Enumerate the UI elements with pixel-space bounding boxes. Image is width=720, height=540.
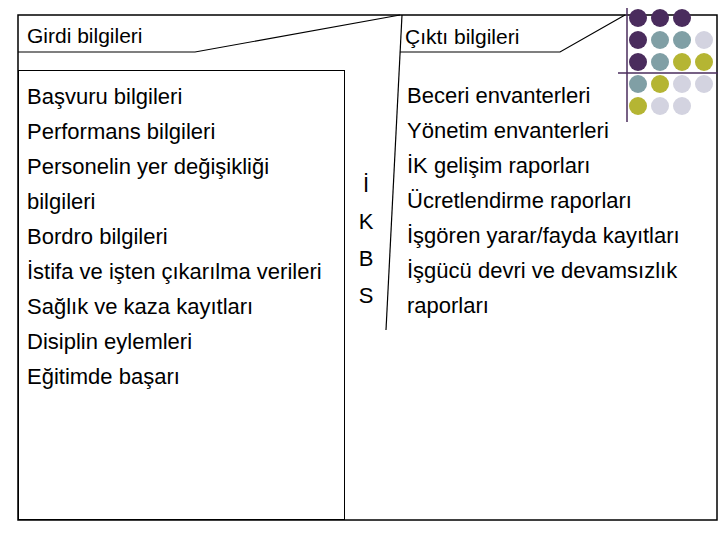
outer-frame [18,15,717,520]
list-item: Disiplin eylemleri [27,324,336,359]
output-item: Ücretlendirme raporları [407,183,689,218]
output-item: Yönetim envanterleri [407,113,689,148]
output-item: İK gelişim raporları [407,148,689,183]
list-item: Başvuru bilgileri [27,79,336,114]
decor-dot [673,53,691,71]
header-line [400,15,625,52]
decor-dot [673,75,691,93]
decor-dot [695,53,713,71]
divider-line [386,15,402,330]
decor-dot [629,53,647,71]
decor-dot [695,31,713,49]
list-item: İstifa ve işten çıkarılma verileri [27,254,336,289]
output-item: İşgören yarar/fayda kayıtları [407,218,689,253]
output-list: Beceri envanterleriYönetim envanterleriİ… [407,78,689,323]
output-heading: Çıktı bilgileri [405,24,519,50]
list-item: Sağlık ve kaza kayıtları [27,289,336,324]
input-box: Girdi bilgileriBaşvuru bilgileriPerforma… [18,70,345,520]
decor-dot [673,9,691,27]
header-line [18,15,400,52]
decor-dot [651,9,669,27]
system-acronym: İ K B S [355,166,377,314]
list-item: Bordro bilgileri [27,219,336,254]
decor-dot [695,75,713,93]
output-item: İşgücü devri ve devamsızlık raporları [407,253,689,323]
decor-dot [629,31,647,49]
decor-dot [629,97,647,115]
decor-dot [651,53,669,71]
output-item: Beceri envanterleri [407,78,689,113]
decor-dot [629,9,647,27]
box-heading: Girdi bilgileri [27,23,143,49]
dot-grid [618,8,718,122]
list-item: Performans bilgileri [27,114,336,149]
list-item: Eğitimde başarı [27,359,336,394]
decor-dot [629,75,647,93]
list-item: Personelin yer değişikliği bilgileri [27,149,336,219]
decor-dot [651,75,669,93]
grid-line [626,8,628,122]
decor-dot [651,31,669,49]
decor-dot [673,97,691,115]
decor-dot [651,97,669,115]
grid-line [618,72,718,74]
decor-dot [673,31,691,49]
